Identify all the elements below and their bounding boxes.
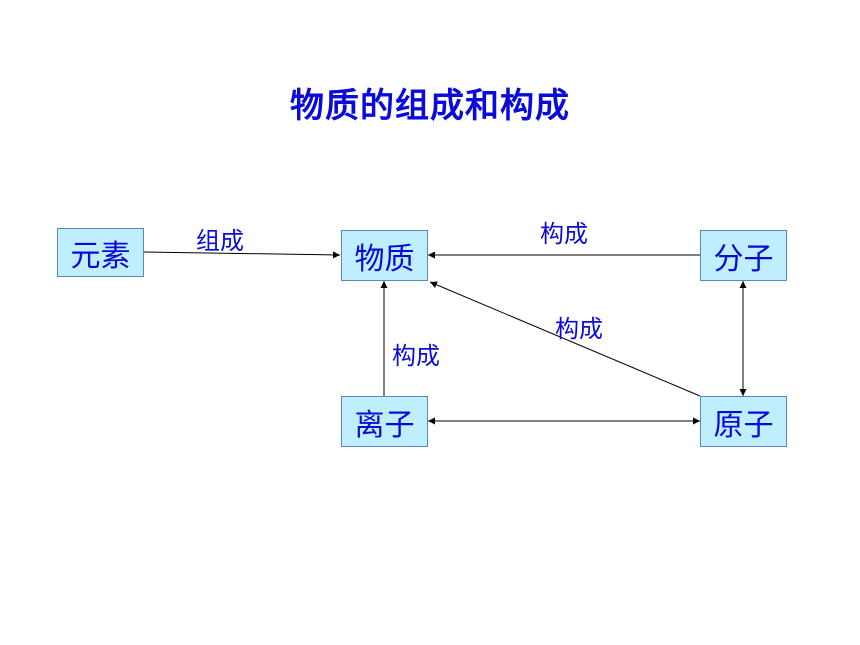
edge-yuanzi-wuzhi bbox=[429, 281, 701, 397]
page-title: 物质的组成和构成 bbox=[290, 86, 570, 126]
edge-label-zucheng: 组成 bbox=[196, 227, 244, 255]
edge-label-fenzi-goucheng: 构成 bbox=[540, 220, 588, 248]
edge-label-lizi-goucheng: 构成 bbox=[392, 342, 440, 370]
node-yuansu: 元素 bbox=[57, 228, 144, 277]
edge-label-yuanzi-goucheng: 构成 bbox=[555, 315, 603, 343]
node-lizi: 离子 bbox=[341, 396, 428, 447]
node-wuzhi: 物质 bbox=[341, 230, 428, 281]
node-fenzi: 分子 bbox=[700, 230, 787, 281]
edge-yuansu-wuzhi bbox=[143, 251, 341, 259]
node-yuanzi: 原子 bbox=[700, 396, 787, 447]
